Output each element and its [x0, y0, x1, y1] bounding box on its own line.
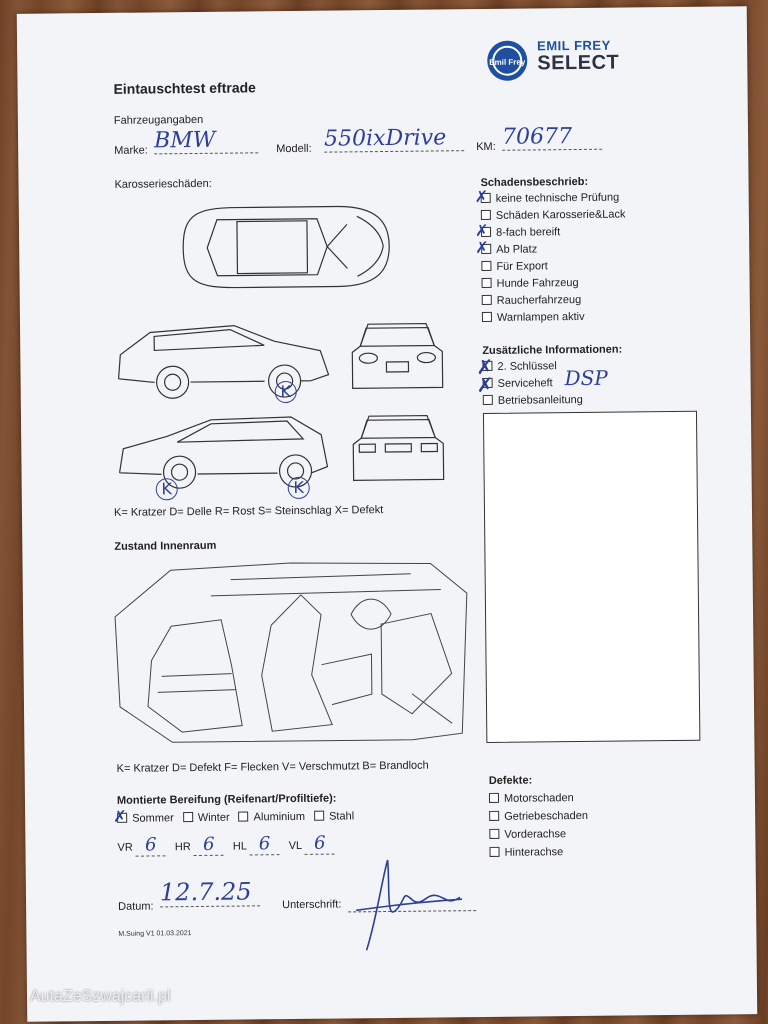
- hr-value: 6: [193, 833, 224, 857]
- unterschrift-label: Unterschrift:: [282, 898, 342, 912]
- car-side-view-left: [117, 324, 330, 399]
- schaden-item-3[interactable]: 8-fach bereift: [480, 226, 561, 239]
- vr-value: 6: [135, 834, 166, 857]
- schaden-item-7[interactable]: Raucherfahrzeug: [481, 293, 582, 307]
- modell-value: 550ixDrive: [323, 125, 465, 153]
- modell-label: Modell:: [276, 142, 312, 156]
- car-rear-view: [352, 414, 445, 481]
- tire-option-stahl: Stahl: [328, 810, 355, 823]
- defekte-item-3[interactable]: Vorderachse: [489, 828, 566, 841]
- vl-value: 6: [304, 832, 335, 855]
- car-top-view-diagram: [182, 205, 390, 289]
- interior-diagram: [114, 562, 468, 743]
- defekte-item-label: Motorschaden: [503, 792, 574, 805]
- handwritten-signature: [356, 859, 463, 951]
- datum-label: Datum:: [118, 900, 154, 913]
- zusatz-heading: Zusätzliche Informationen:: [482, 343, 623, 357]
- checkbox-icon[interactable]: [488, 792, 500, 803]
- watermark: AutaZeSzwajcarii.pl: [30, 988, 171, 1005]
- schaden-item-6[interactable]: Hunde Fahrzeug: [481, 276, 579, 290]
- checkbox-icon[interactable]: [489, 846, 500, 857]
- damage-mark-3: K: [287, 476, 310, 500]
- logo-line2: SELECT: [537, 51, 620, 75]
- checkbox-icon[interactable]: [481, 277, 492, 288]
- vl-label: VL: [288, 839, 302, 853]
- car-front-view: [351, 322, 444, 389]
- schaden-item-5[interactable]: Für Export: [481, 260, 548, 273]
- defekte-item-label: Getriebeschaden: [504, 809, 589, 823]
- km-value: 70677: [501, 123, 603, 151]
- damage-mark-2: K: [155, 478, 178, 501]
- checkbox-icon[interactable]: [313, 810, 325, 821]
- damage-mark-1: K: [274, 380, 297, 404]
- tread-depth-row: VR 6 HR 6 HL 6 VL 6: [117, 832, 335, 857]
- interior-section-label: Zustand Innenraum: [114, 539, 217, 553]
- tire-option-aluminium: Aluminium: [253, 810, 306, 824]
- marke-value: BMW: [153, 127, 259, 155]
- defekte-heading: Defekte:: [488, 774, 533, 787]
- checkbox-icon[interactable]: [489, 810, 500, 821]
- schaden-item-1[interactable]: keine technische Prüfung: [480, 191, 620, 205]
- inspection-form-sheet: Emil Frey EMIL FREY SELECT Eintauschtest…: [16, 6, 758, 1022]
- tire-option-winter: Winter: [197, 811, 230, 824]
- tire-type-options: Sommer Winter Aluminium Stahl: [117, 810, 355, 825]
- vr-label: VR: [117, 841, 133, 854]
- check-mark-icon: ✗: [476, 372, 494, 398]
- emil-frey-emblem: Emil Frey: [485, 38, 529, 82]
- serviceheft-note: DSP: [564, 365, 608, 391]
- schaden-item-label: Schäden Karosserie&Lack: [495, 208, 626, 222]
- schaden-item-2[interactable]: Schäden Karosserie&Lack: [480, 208, 626, 222]
- vehicle-section-label: Fahrzeugangaben: [113, 113, 204, 127]
- form-title: Eintauschtest eftrade: [113, 79, 256, 97]
- checkbox-icon[interactable]: [238, 811, 249, 822]
- bereifung-heading: Montierte Bereifung (Reifenart/Profiltie…: [116, 792, 337, 807]
- checkbox-icon[interactable]: [480, 209, 491, 221]
- schaden-item-label: Warnlampen aktiv: [496, 310, 585, 324]
- zusatz-item-label: Serviceheft: [497, 377, 553, 390]
- zusatz-item-label: Betriebsanleitung: [497, 393, 583, 407]
- car-side-view-right: [118, 416, 329, 489]
- hr-label: HR: [174, 841, 191, 854]
- zusatz-item-label: 2. Schlüssel: [497, 360, 557, 373]
- schaden-item-label: Hunde Fahrzeug: [496, 276, 579, 290]
- zusatz-item-3[interactable]: Betriebsanleitung: [482, 393, 583, 407]
- form-version: M.Suing V1 01.03.2021: [118, 930, 192, 938]
- check-mark-icon: ✗: [475, 237, 489, 258]
- schaden-item-8[interactable]: Warnlampen aktiv: [481, 310, 585, 324]
- defekte-item-label: Vorderachse: [504, 828, 567, 841]
- notes-box[interactable]: [482, 410, 701, 743]
- defekte-item-label: Hinterachse: [504, 846, 564, 859]
- emblem-text: Emil Frey: [489, 58, 526, 67]
- checkbox-icon[interactable]: [489, 828, 500, 839]
- body-damage-label: Karosserieschäden:: [114, 177, 212, 191]
- schaden-item-4[interactable]: Ab Platz: [481, 243, 537, 256]
- defekte-item-4[interactable]: Hinterachse: [489, 846, 563, 859]
- checkbox-icon[interactable]: [182, 812, 193, 823]
- zusatz-item-1[interactable]: 2. Schlüssel: [482, 360, 557, 373]
- defekte-item-2[interactable]: Getriebeschaden: [489, 810, 588, 823]
- hl-value: 6: [249, 833, 280, 856]
- schaden-item-label: Ab Platz: [496, 243, 538, 256]
- checkbox-icon[interactable]: [481, 311, 492, 322]
- schaden-heading: Schadensbeschrieb:: [480, 175, 589, 190]
- schaden-item-label: 8-fach bereift: [495, 226, 561, 239]
- datum-value: 12.7.25: [159, 877, 261, 908]
- marke-label: Marke:: [114, 144, 148, 157]
- schaden-item-label: Raucherfahrzeug: [496, 293, 582, 307]
- check-mark-icon: ✗: [113, 806, 127, 826]
- tire-option-sommer: Sommer: [132, 812, 174, 825]
- checkbox-icon[interactable]: [481, 260, 492, 271]
- interior-legend: K= Kratzer D= Defekt F= Flecken V= Versc…: [116, 759, 429, 775]
- schaden-item-label: keine technische Prüfung: [495, 191, 620, 205]
- defekte-item-1[interactable]: Motorschaden: [488, 792, 574, 805]
- hl-label: HL: [232, 840, 247, 853]
- checkbox-icon[interactable]: [481, 294, 492, 305]
- schaden-item-label: Für Export: [496, 260, 548, 273]
- km-label: KM:: [476, 140, 496, 154]
- check-mark-icon: ✗: [474, 186, 489, 207]
- body-damage-legend: K= Kratzer D= Delle R= Rost S= Steinschl…: [113, 504, 384, 519]
